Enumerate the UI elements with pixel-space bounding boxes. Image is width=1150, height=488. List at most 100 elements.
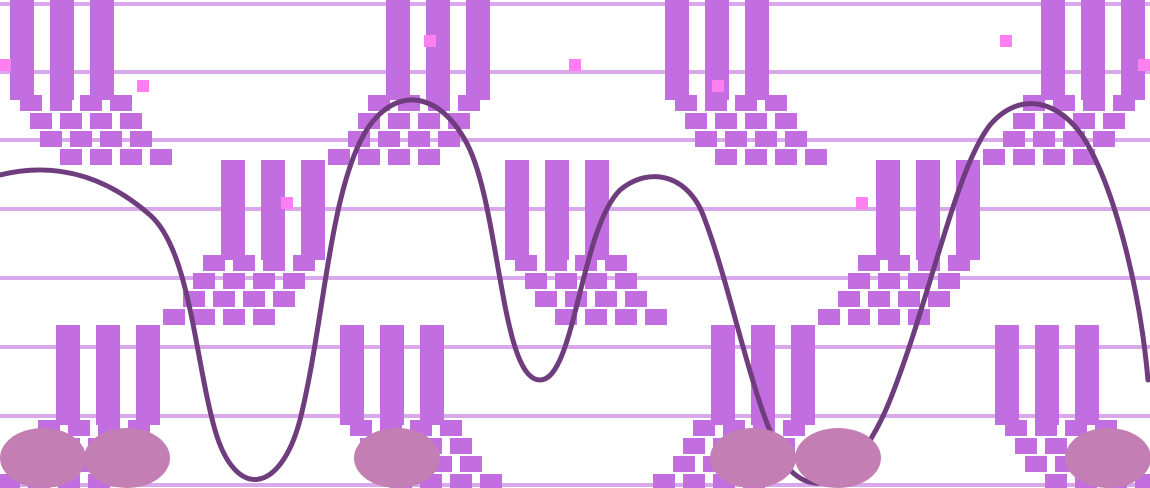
motif-block bbox=[1025, 456, 1047, 472]
motif-block bbox=[1053, 95, 1075, 111]
motif-block bbox=[438, 131, 460, 147]
motif-block bbox=[715, 149, 737, 165]
motif-block bbox=[130, 131, 152, 147]
motif-block bbox=[1083, 95, 1105, 111]
motif-block bbox=[90, 149, 112, 165]
motif-block bbox=[775, 149, 797, 165]
bottom-oval bbox=[795, 428, 881, 488]
motif-block bbox=[858, 255, 880, 271]
motif-bar bbox=[90, 0, 114, 100]
motif-block bbox=[30, 113, 52, 129]
motif-block bbox=[1065, 420, 1087, 436]
motif-block bbox=[765, 95, 787, 111]
motif-block bbox=[1073, 113, 1095, 129]
motif-block bbox=[983, 149, 1005, 165]
motif-block bbox=[818, 309, 840, 325]
motif-bar bbox=[426, 0, 450, 100]
motif-bar bbox=[916, 160, 940, 260]
motif-bar bbox=[665, 0, 689, 100]
motif-tile bbox=[818, 160, 980, 325]
motif-bar bbox=[1035, 325, 1059, 425]
motif-bar bbox=[956, 160, 980, 260]
motif-block bbox=[653, 474, 675, 488]
motif-block bbox=[1013, 113, 1035, 129]
motif-block bbox=[1035, 420, 1057, 436]
motif-block bbox=[253, 273, 275, 289]
motif-block bbox=[1113, 95, 1135, 111]
motif-block bbox=[868, 291, 890, 307]
motif-block bbox=[525, 273, 547, 289]
motif-bar bbox=[221, 160, 245, 260]
oval-layer bbox=[0, 428, 1150, 488]
motif-block bbox=[745, 113, 767, 129]
motif-block bbox=[555, 273, 577, 289]
bottom-oval bbox=[354, 428, 440, 488]
motif-bar bbox=[876, 160, 900, 260]
motif-bar bbox=[1041, 0, 1065, 100]
accent-dot bbox=[1000, 35, 1012, 47]
motif-block bbox=[450, 474, 472, 488]
motif-block bbox=[480, 474, 502, 488]
motif-block bbox=[50, 95, 72, 111]
motif-block bbox=[223, 273, 245, 289]
motif-block bbox=[783, 420, 805, 436]
bottom-oval bbox=[84, 428, 170, 488]
motif-block bbox=[888, 255, 910, 271]
motif-block bbox=[213, 291, 235, 307]
motif-block bbox=[625, 291, 647, 307]
motif-tile bbox=[983, 0, 1145, 165]
motif-block bbox=[1045, 474, 1067, 488]
motif-tile bbox=[505, 160, 667, 325]
horizontal-stripe bbox=[0, 70, 1150, 74]
motif-bar bbox=[545, 160, 569, 260]
motif-block bbox=[70, 131, 92, 147]
motif-bar bbox=[386, 0, 410, 100]
motif-bar bbox=[1121, 0, 1145, 100]
motif-block bbox=[735, 95, 757, 111]
motif-block bbox=[450, 438, 472, 454]
accent-dot bbox=[281, 197, 293, 209]
motif-block bbox=[683, 474, 705, 488]
bottom-oval bbox=[0, 428, 86, 488]
motif-block bbox=[1003, 131, 1025, 147]
bottom-oval bbox=[1065, 428, 1150, 488]
motif-block bbox=[460, 456, 482, 472]
motif-bar bbox=[995, 325, 1019, 425]
motif-block bbox=[378, 131, 400, 147]
motif-bar bbox=[420, 325, 444, 425]
motif-block bbox=[908, 273, 930, 289]
motif-bar bbox=[1081, 0, 1105, 100]
motif-bar bbox=[745, 0, 769, 100]
motif-tile bbox=[163, 160, 325, 325]
horizontal-stripe bbox=[0, 207, 1150, 211]
wave-curve bbox=[0, 97, 1150, 486]
motif-block bbox=[223, 309, 245, 325]
motif-block bbox=[273, 291, 295, 307]
motif-tile bbox=[10, 0, 172, 165]
motif-block bbox=[1103, 113, 1125, 129]
motif-block bbox=[418, 149, 440, 165]
dot-layer bbox=[0, 35, 1150, 209]
accent-dot bbox=[712, 80, 724, 92]
motif-bar bbox=[380, 325, 404, 425]
motif-block bbox=[388, 149, 410, 165]
motif-block bbox=[253, 309, 275, 325]
motif-block bbox=[163, 309, 185, 325]
motif-block bbox=[545, 255, 567, 271]
motif-block bbox=[388, 113, 410, 129]
motif-block bbox=[848, 309, 870, 325]
motif-bar bbox=[301, 160, 325, 260]
motif-bar bbox=[1075, 325, 1099, 425]
motif-block bbox=[358, 149, 380, 165]
motif-block bbox=[595, 291, 617, 307]
motif-block bbox=[673, 456, 695, 472]
motif-block bbox=[1005, 420, 1027, 436]
accent-dot bbox=[137, 80, 149, 92]
motif-block bbox=[408, 131, 430, 147]
motif-block bbox=[110, 95, 132, 111]
motif-block bbox=[1015, 438, 1037, 454]
motif-block bbox=[40, 131, 62, 147]
motif-block bbox=[100, 131, 122, 147]
